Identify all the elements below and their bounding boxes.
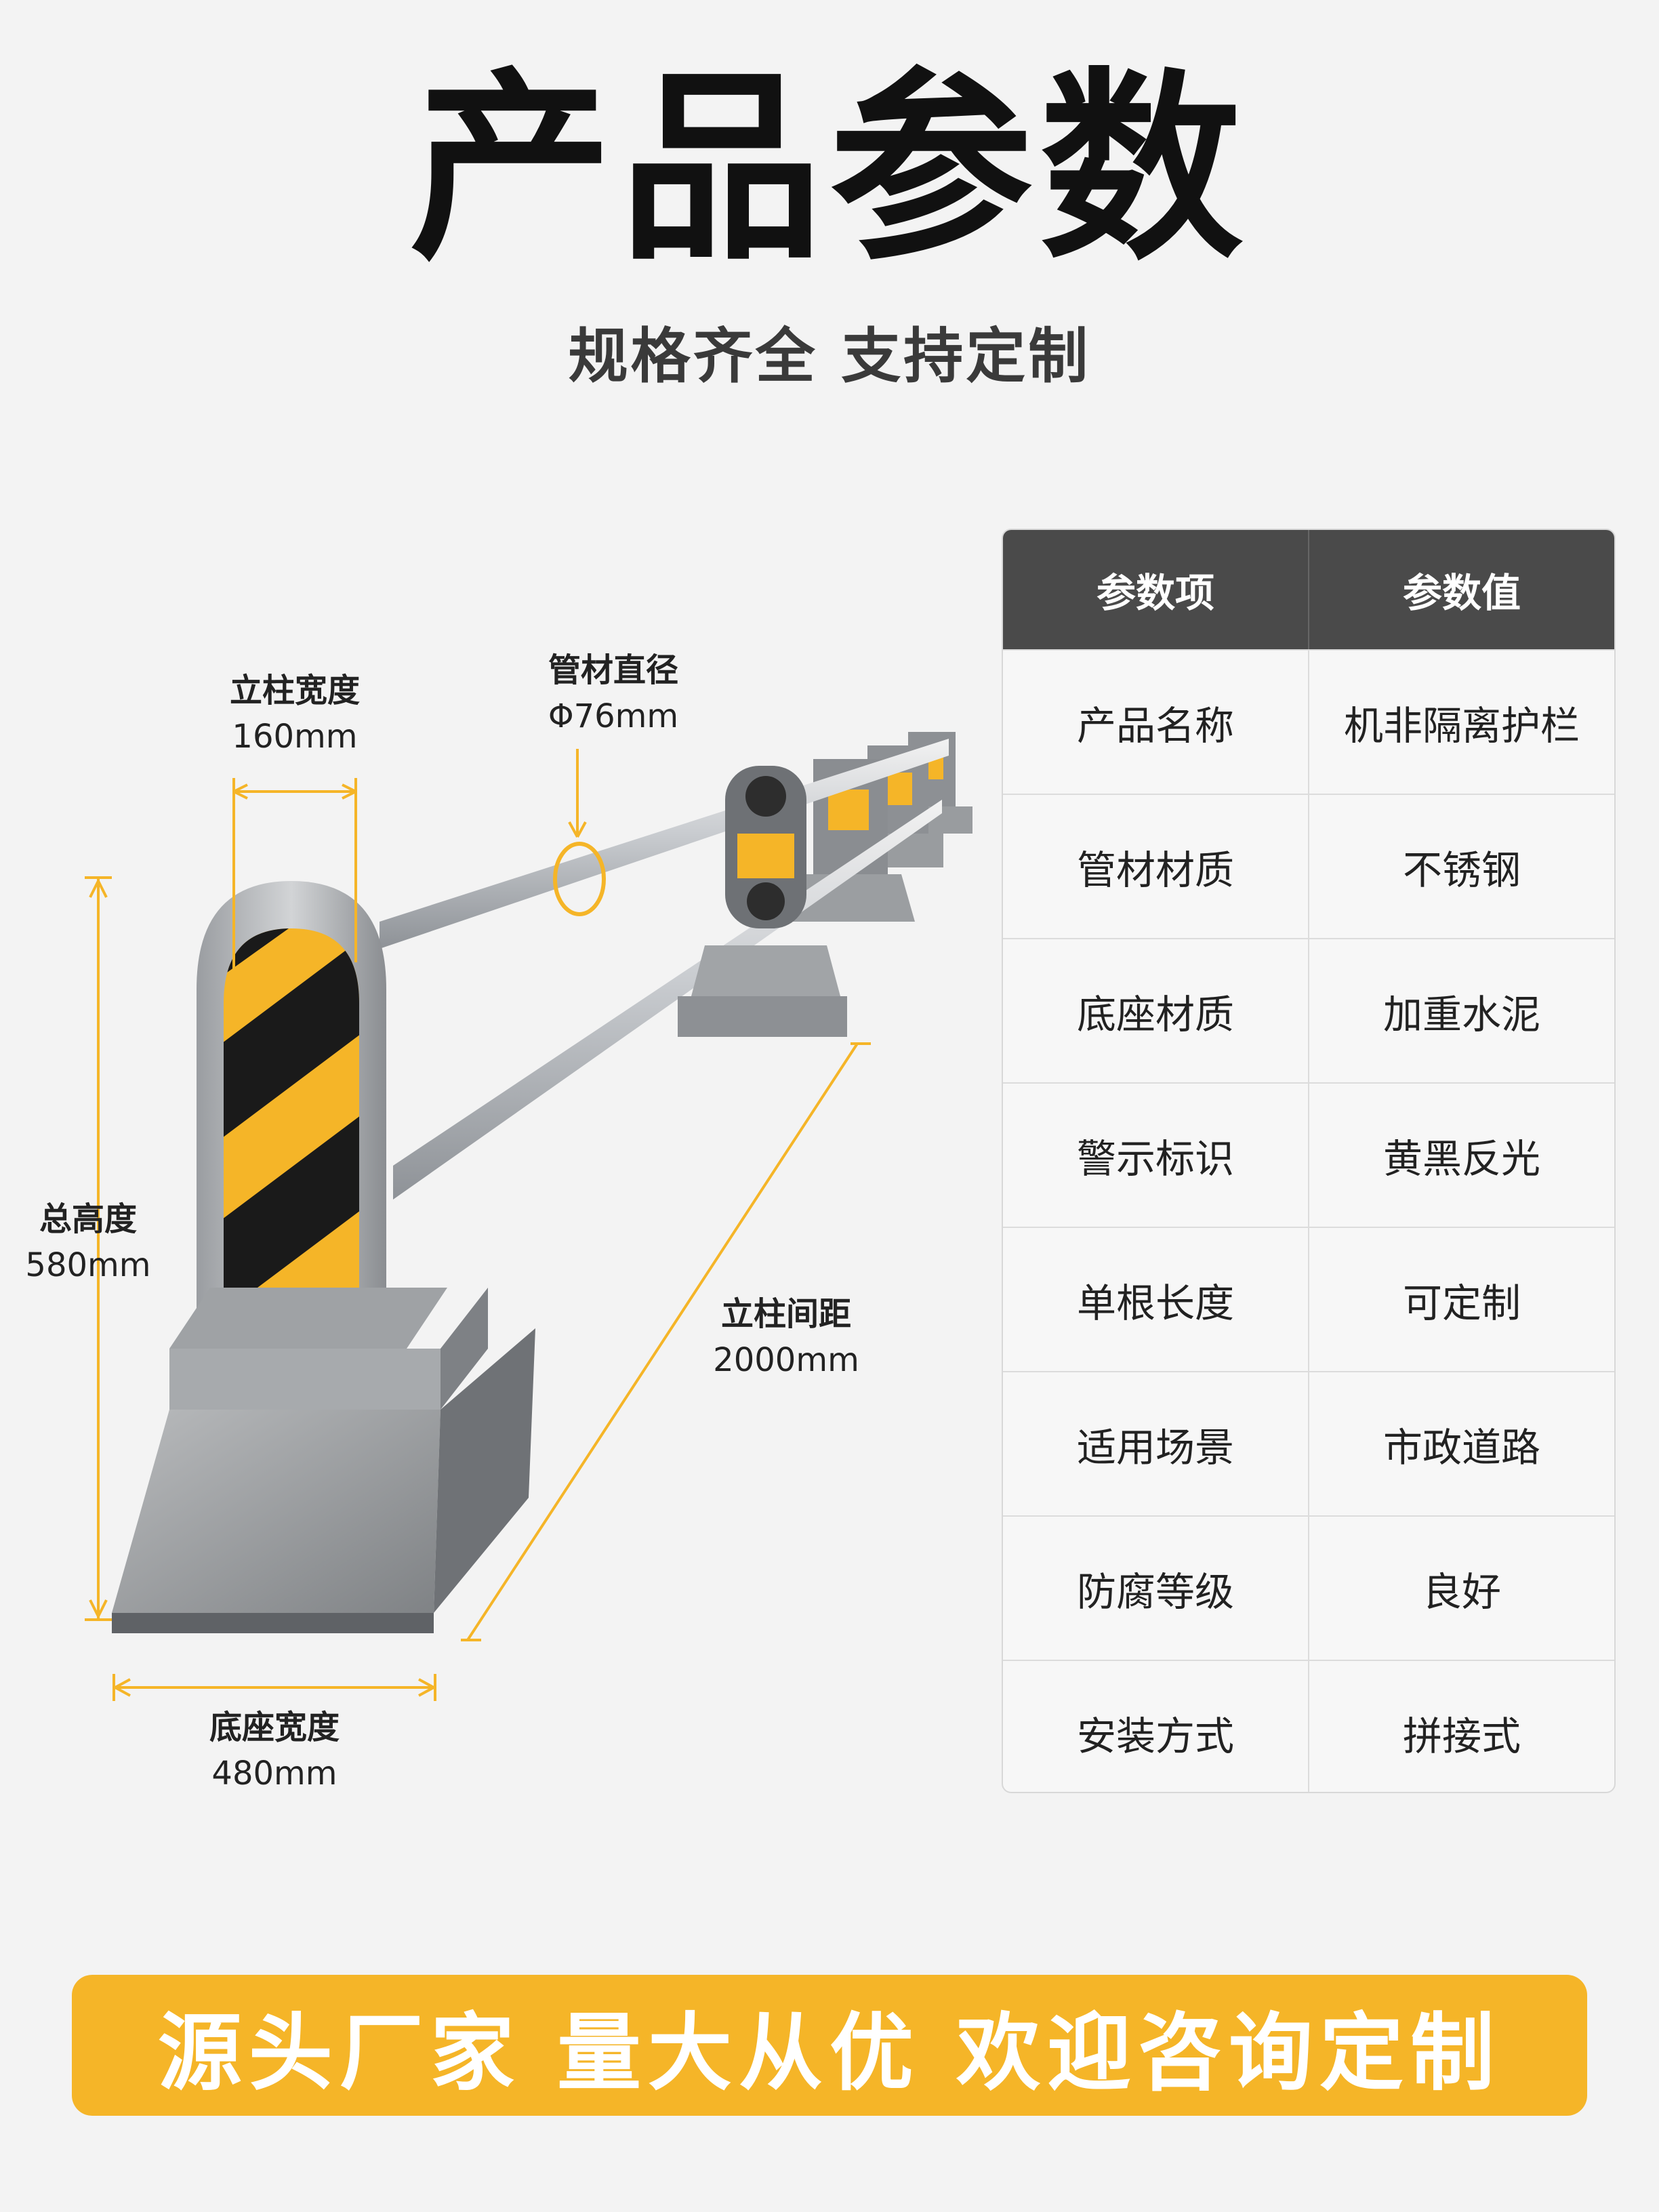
spec-value: 黄黑反光 bbox=[1382, 1135, 1540, 1182]
dim-post-width-label: 立柱宽度 160mm bbox=[229, 672, 360, 756]
spec-key: 警示标识 bbox=[1003, 1084, 1309, 1227]
spec-value: 良好 bbox=[1422, 1568, 1501, 1615]
spec-table: 参数项 参数值 产品名称 机非隔离护栏 管材材质 不锈钢 底座材质 加重水泥 警… bbox=[1002, 529, 1616, 1793]
dim-base-width-lines bbox=[112, 1674, 436, 1701]
spec-value: 拼接式 bbox=[1402, 1713, 1521, 1759]
spec-header-value: 参数值 bbox=[1402, 570, 1521, 616]
spec-key: 适用场景 bbox=[1003, 1372, 1309, 1515]
spec-key: 产品名称 bbox=[1003, 651, 1309, 794]
table-row: 管材材质 不锈钢 bbox=[1003, 794, 1614, 938]
front-post bbox=[197, 881, 386, 1328]
spec-table-header: 参数项 参数值 bbox=[1003, 530, 1614, 649]
table-row: 产品名称 机非隔离护栏 bbox=[1003, 649, 1614, 794]
middle-post bbox=[678, 766, 847, 1037]
dim-pipe-diameter-label: 管材直径 Φ76mm bbox=[548, 651, 679, 735]
dim-base-width-label: 底座宽度 480mm bbox=[209, 1708, 340, 1793]
spec-value: 加重水泥 bbox=[1382, 991, 1540, 1038]
spec-key: 防腐等级 bbox=[1003, 1517, 1309, 1660]
spec-value: 可定制 bbox=[1402, 1279, 1521, 1326]
dim-spacing-lines bbox=[461, 1042, 871, 1641]
dim-pipe-diameter-line bbox=[568, 749, 587, 838]
table-row: 单根长度 可定制 bbox=[1003, 1227, 1614, 1371]
spec-header-key: 参数项 bbox=[1003, 530, 1309, 649]
spec-key: 安装方式 bbox=[1003, 1661, 1309, 1792]
spec-key: 单根长度 bbox=[1003, 1228, 1309, 1371]
front-base bbox=[112, 1288, 535, 1633]
table-row: 适用场景 市政道路 bbox=[1003, 1371, 1614, 1515]
dim-total-height-lines bbox=[85, 876, 112, 1621]
table-row: 防腐等级 良好 bbox=[1003, 1515, 1614, 1660]
table-row: 安装方式 拼接式 bbox=[1003, 1660, 1614, 1792]
dim-post-width-lines bbox=[232, 778, 357, 1023]
page-title: 产品参数 bbox=[409, 51, 1250, 287]
spec-key: 底座材质 bbox=[1003, 939, 1309, 1082]
spec-value: 不锈钢 bbox=[1402, 846, 1521, 893]
table-row: 警示标识 黄黑反光 bbox=[1003, 1082, 1614, 1227]
table-row: 底座材质 加重水泥 bbox=[1003, 938, 1614, 1082]
page-subtitle: 规格齐全 支持定制 bbox=[568, 321, 1091, 391]
dim-total-height-label: 总高度 580mm bbox=[25, 1200, 151, 1284]
dim-spacing-label: 立柱间距 2000mm bbox=[713, 1295, 859, 1379]
spec-value: 市政道路 bbox=[1382, 1424, 1540, 1471]
spec-value: 机非隔离护栏 bbox=[1343, 702, 1580, 749]
promo-banner: 源头厂家 量大从优 欢迎咨询定制 bbox=[72, 1975, 1587, 2116]
spec-key: 管材材质 bbox=[1003, 795, 1309, 938]
